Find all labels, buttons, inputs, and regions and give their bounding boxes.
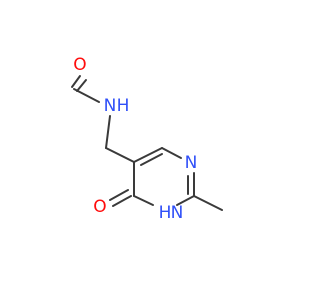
- ring-nitrogen-top-label: N: [185, 153, 198, 173]
- molecule-diagram: O N H N N H O: [71, 55, 223, 223]
- formyl-oxygen-label: O: [73, 55, 86, 75]
- bond-formyl-co-1: [71, 75, 81, 88]
- bond-formyl-co-2: [76, 79, 87, 92]
- bond-n-ch2: [105, 115, 111, 149]
- bond-c5-c6-inner: [140, 153, 163, 166]
- structure-svg: O N H N N H O: [71, 55, 223, 223]
- bond-ch2-c5: [105, 147, 135, 163]
- amide-hydrogen-label: H: [117, 96, 130, 116]
- bond-keto-co-2: [109, 189, 129, 201]
- bond-c6-n1: [161, 147, 182, 159]
- bond-c5-c6: [133, 147, 163, 163]
- bonds: [71, 75, 223, 211]
- bond-n3-c4: [133, 195, 154, 206]
- keto-oxygen-label: O: [93, 197, 106, 217]
- amide-nitrogen-label: N: [104, 96, 117, 116]
- ring-nitrogen-bottom-hydrogen-label: H: [159, 203, 172, 223]
- bond-keto-co-1: [112, 195, 132, 207]
- bond-formyl-cn: [73, 88, 100, 103]
- atom-labels: O N H N N H O: [73, 55, 197, 223]
- bond-c2-methyl: [193, 195, 223, 211]
- ring-nitrogen-bottom-label: N: [171, 203, 184, 223]
- bond-c2-n3: [176, 195, 195, 206]
